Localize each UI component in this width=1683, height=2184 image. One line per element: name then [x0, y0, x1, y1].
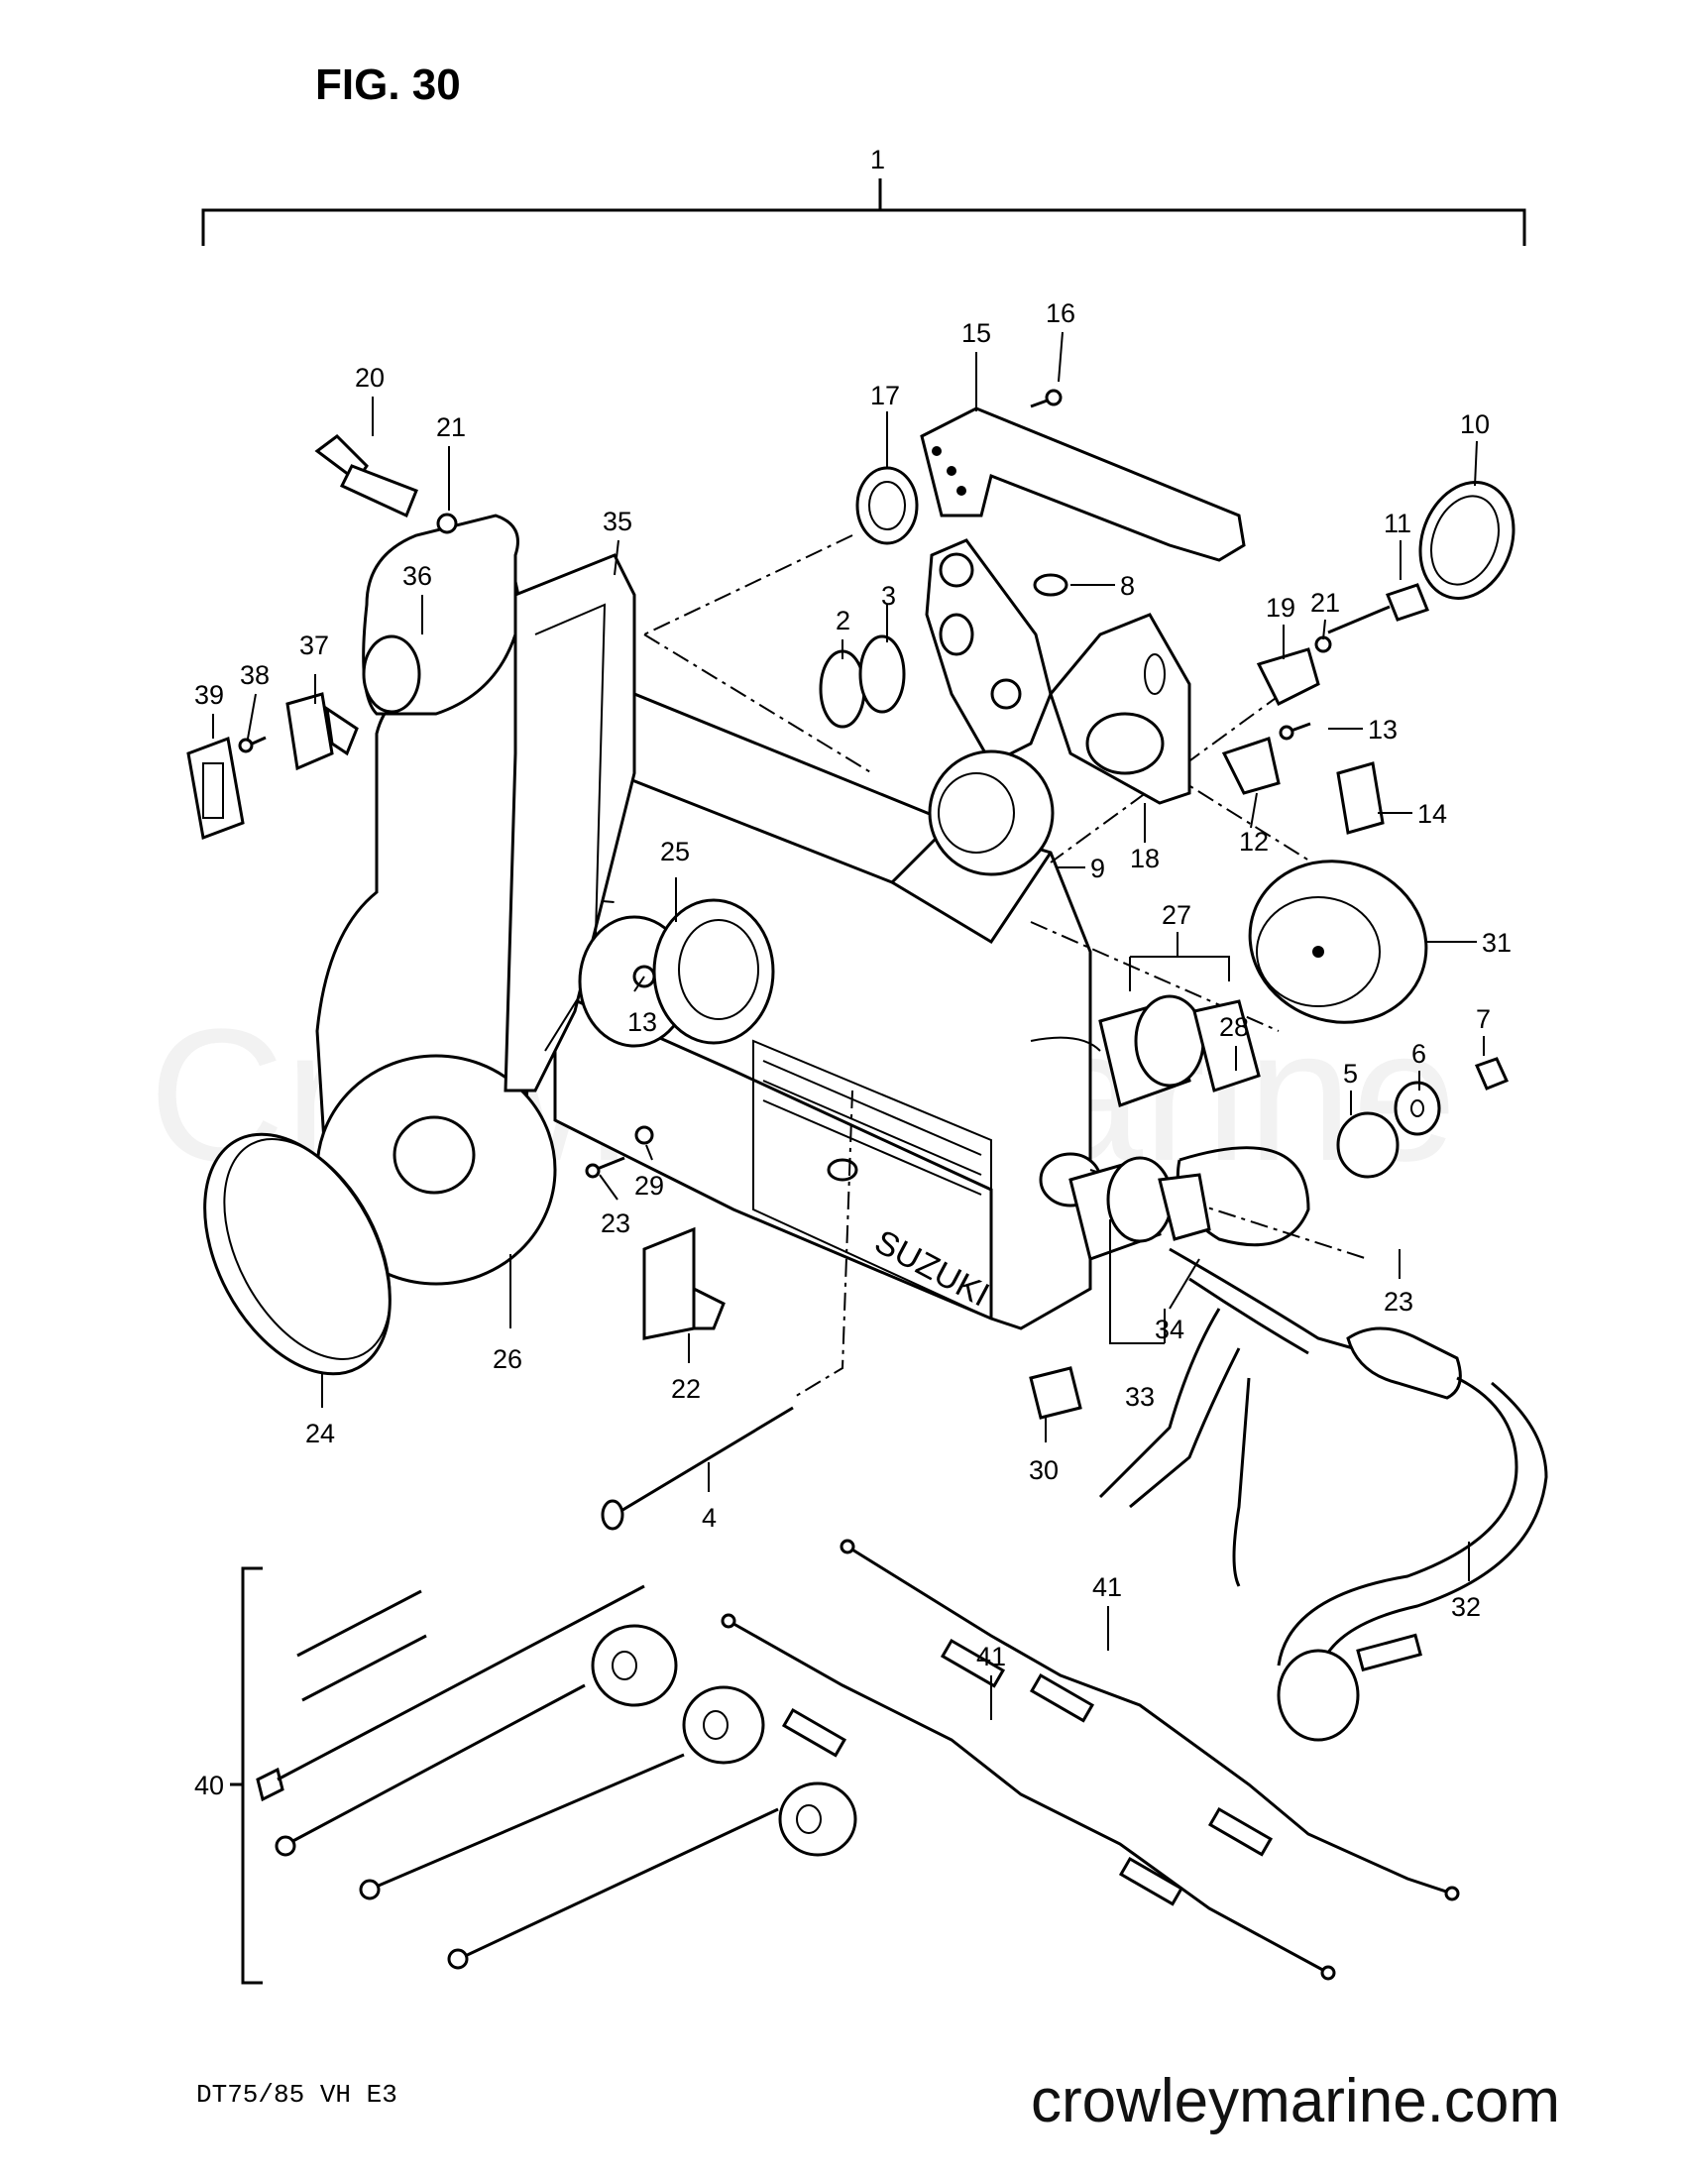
assembly-bracket — [201, 178, 1526, 246]
shift-lever-plate — [925, 538, 1053, 765]
callout-40: 40 — [194, 1771, 224, 1800]
callout-2: 2 — [836, 606, 850, 635]
callout-14: 14 — [1417, 799, 1447, 829]
callout-39: 39 — [194, 680, 224, 710]
callout-38: 38 — [240, 660, 270, 690]
callout-32: 32 — [1451, 1592, 1481, 1622]
callout-24: 24 — [305, 1419, 335, 1448]
control-lever — [315, 514, 557, 1286]
callout-21a: 21 — [436, 412, 466, 442]
cam-gear-assembly — [578, 898, 775, 1048]
callout-13b: 13 — [1368, 715, 1398, 745]
kit-bracket — [230, 1566, 263, 1985]
connector-33-34 — [1068, 1156, 1211, 1261]
callout-33: 33 — [1125, 1382, 1155, 1412]
connector-27-28 — [1030, 994, 1261, 1107]
callout-22: 22 — [671, 1374, 701, 1404]
callout-9: 9 — [1090, 854, 1105, 883]
control-cables — [721, 1539, 1460, 1981]
figure-title: FIG. 30 — [315, 60, 461, 109]
washer-9 — [928, 749, 1055, 876]
long-bolt — [601, 1406, 794, 1531]
callout-28: 28 — [1219, 1012, 1249, 1042]
callout-34: 34 — [1155, 1315, 1184, 1344]
callout-37: 37 — [299, 631, 329, 660]
lever-cover — [203, 1132, 392, 1376]
callout-29: 29 — [634, 1171, 664, 1201]
parts-19-12-14 — [1221, 635, 1385, 835]
cover-10 — [1418, 481, 1515, 600]
callout-6: 6 — [1411, 1039, 1426, 1069]
clip-30 — [1029, 1366, 1082, 1420]
kit-parts — [256, 1584, 857, 1970]
callout-5: 5 — [1343, 1059, 1358, 1089]
wire-harness — [1098, 1247, 1548, 1742]
small-bracket — [585, 1125, 726, 1340]
callout-8: 8 — [1120, 571, 1135, 601]
callout-41b: 41 — [976, 1642, 1006, 1671]
callout-27: 27 — [1162, 900, 1191, 930]
bracket-18 — [1049, 613, 1191, 805]
callout-36: 36 — [402, 561, 432, 591]
callout-10: 10 — [1460, 409, 1490, 439]
callout-11: 11 — [1384, 509, 1411, 538]
bolt-11 — [1327, 583, 1429, 634]
callout-23b: 23 — [1384, 1287, 1413, 1317]
model-code: DT75/85 VH E3 — [196, 2080, 397, 2110]
small-spacers — [1336, 1057, 1510, 1179]
friction-knob — [314, 434, 458, 534]
callout-1: 1 — [870, 145, 885, 174]
throttle-arm — [920, 389, 1246, 562]
callout-15: 15 — [961, 318, 991, 348]
callout-35: 35 — [603, 507, 632, 536]
callout-4: 4 — [702, 1503, 717, 1533]
callout-23a: 23 — [601, 1208, 630, 1238]
callout-7: 7 — [1476, 1004, 1491, 1034]
spacers-2-3 — [819, 613, 974, 729]
callout-31: 31 — [1482, 928, 1512, 958]
callout-25: 25 — [660, 837, 690, 866]
callout-12: 12 — [1239, 827, 1269, 857]
lever-base-bracket — [504, 553, 636, 1092]
leader-lines — [212, 331, 1485, 1720]
callout-3: 3 — [881, 581, 896, 611]
callout-16: 16 — [1046, 298, 1075, 328]
callout-21b: 21 — [1310, 588, 1340, 618]
callout-41a: 41 — [1092, 1572, 1122, 1602]
cap-31 — [1248, 860, 1428, 1024]
callout-17: 17 — [870, 381, 900, 410]
clip-8 — [1033, 573, 1068, 597]
callout-26: 26 — [493, 1344, 522, 1374]
bushing-17 — [855, 466, 919, 545]
website-label: crowleymarine.com — [1031, 2067, 1560, 2135]
callouts: 20 21 35 36 37 38 39 2 3 17 15 16 8 10 1… — [194, 298, 1512, 1800]
callout-13a: 13 — [627, 1007, 657, 1037]
callout-19: 19 — [1266, 593, 1295, 623]
callout-18: 18 — [1130, 844, 1160, 873]
callout-30: 30 — [1029, 1455, 1059, 1485]
neutral-switch-parts — [186, 692, 359, 841]
callout-20: 20 — [355, 363, 385, 393]
